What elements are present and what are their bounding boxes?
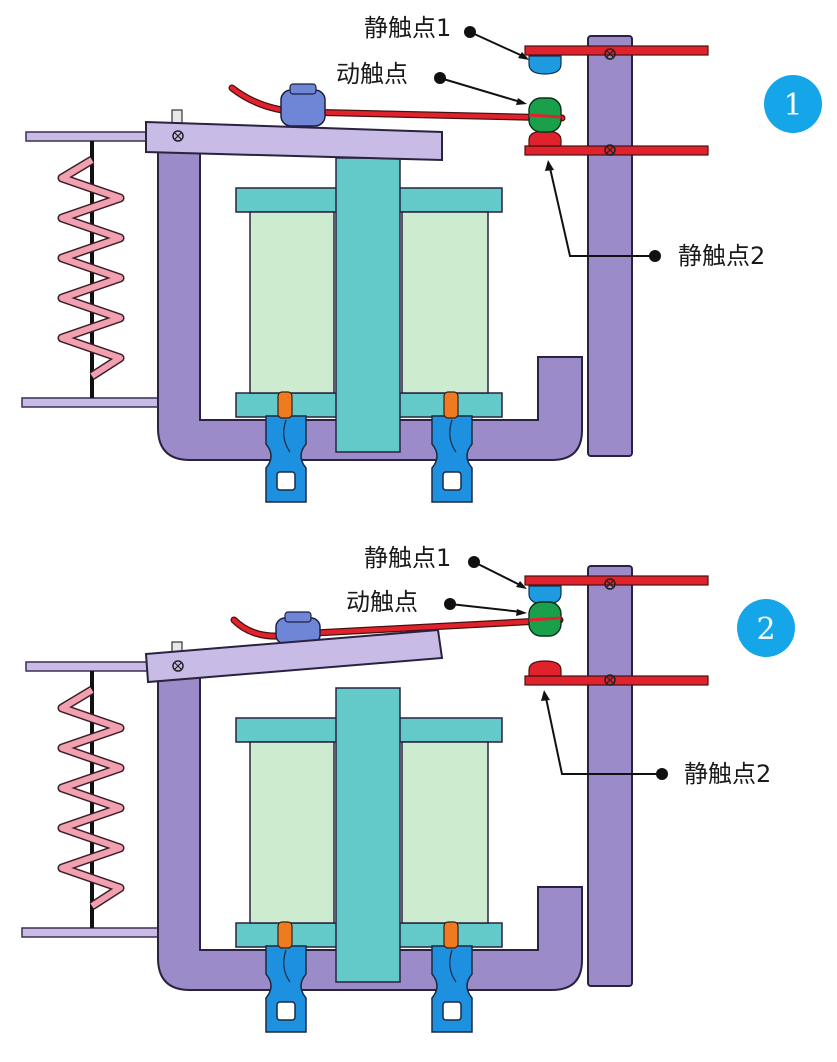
- armature-1: [145, 109, 443, 162]
- moving-contact-1: [528, 97, 562, 133]
- label-static-contact-1: 静触点1: [364, 14, 451, 42]
- relay-diagram-1: 静触点1 动触点 静触点2 1: [22, 14, 822, 502]
- label-static-contact-1: 静触点1: [364, 544, 451, 572]
- state-badge-2-number: 2: [756, 612, 775, 647]
- state-badge-2: 2: [737, 599, 795, 657]
- state-badge-1: 1: [764, 75, 822, 133]
- label-static-contact-2: 静触点2: [678, 242, 765, 270]
- armature-2: [144, 628, 444, 684]
- moving-contact-2: [528, 601, 562, 637]
- state-badge-1-number: 1: [783, 88, 802, 123]
- label-moving-contact-1: 动触点: [336, 60, 408, 88]
- relay-diagram-2: 静触点1 动触点 静触点2 2: [22, 544, 795, 1032]
- label-moving-contact-2: 动触点: [346, 588, 418, 616]
- moving-contact-arm-1: [228, 83, 566, 127]
- label-static-contact-2: 静触点2: [684, 760, 771, 788]
